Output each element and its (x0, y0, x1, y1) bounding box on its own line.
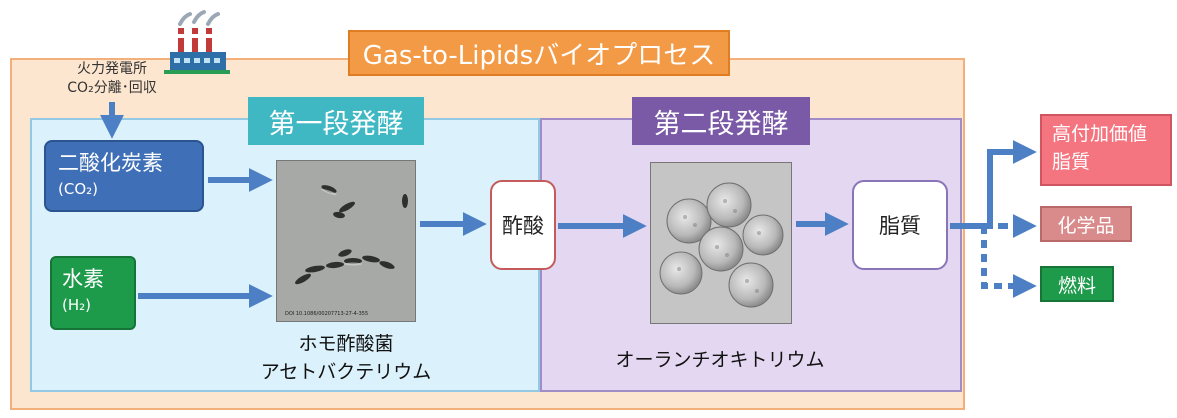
high-value-lipid-box: 高付加価値 脂質 (1040, 114, 1172, 186)
h2-name: 水素 (62, 267, 104, 291)
second-stage-label: 第二段発酵 (632, 97, 810, 145)
high-value-lipid-label: 脂質 (1052, 151, 1091, 173)
acetobacterium-micrograph: DOI 10.1086/00207713-27-4-355 (276, 160, 416, 322)
co2-formula: (CO₂) (58, 180, 98, 198)
first-stage-label: 第一段発酵 (248, 97, 424, 145)
arrow-lipid-to-fuel (981, 226, 1037, 298)
homoacetogen-label: ホモ酢酸菌 (298, 333, 394, 355)
micrograph-doi: DOI 10.1086/00207713-27-4-355 (285, 311, 369, 317)
aurantiochytrium-micrograph (650, 162, 792, 324)
co2-name: 二酸化炭素 (58, 151, 163, 175)
h2-formula: (H₂) (62, 296, 91, 314)
power-plant-caption: 火力発電所 CO₂分離･回収 (42, 60, 182, 98)
power-plant-label: 火力発電所 (77, 61, 147, 77)
h2-input-box: 水素 (H₂) (50, 256, 136, 330)
acetobacterium-label: アセトバクテリウム (260, 361, 432, 383)
co2-capture-label: CO₂分離･回収 (67, 80, 157, 96)
chemicals-box: 化学品 (1040, 206, 1132, 242)
co2-input-box: 二酸化炭素 (CO₂) (44, 140, 204, 212)
lipid-box: 脂質 (852, 180, 948, 270)
process-title: Gas-to-Lipidsバイオプロセス (348, 30, 730, 76)
aurantiochytrium-caption: オーランチオキトリウム (615, 349, 825, 371)
acetogen-caption: ホモ酢酸菌 アセトバクテリウム (246, 330, 446, 386)
high-value-label: 高付加価値 (1052, 123, 1148, 145)
arrow-lipid-to-high-value (950, 140, 1037, 229)
factory-icon (164, 10, 230, 74)
acetic-acid-box: 酢酸 (490, 180, 556, 270)
fuel-box: 燃料 (1040, 266, 1114, 302)
